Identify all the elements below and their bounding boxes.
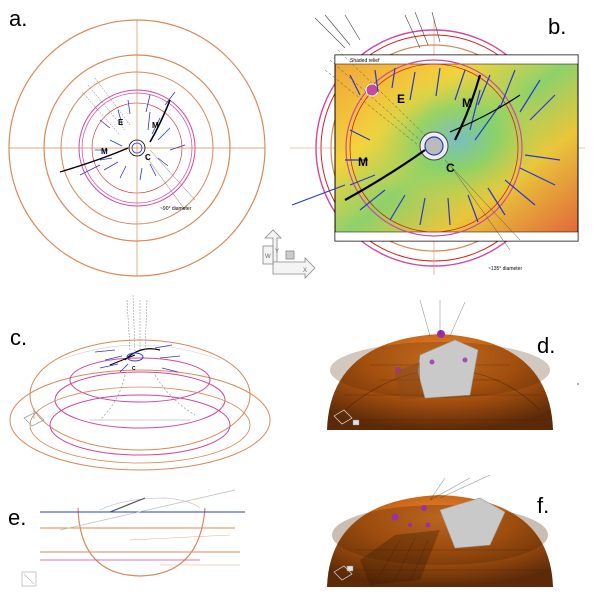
panel-f-3d-render [327,474,553,587]
region-label-m-upper: M [152,121,159,130]
blue-features [79,91,186,181]
purple-marker [437,330,445,338]
axis-triad-icon: Y X W [262,229,316,279]
region-label-m-upper: M [462,96,472,110]
svg-text:C: C [132,366,136,372]
section-curve [77,507,206,577]
purple-marker [391,513,399,521]
panel-label-e: e. [8,505,27,530]
panel-label-c: c. [10,325,28,350]
volcano-marker [365,83,379,97]
panel-label-a: a. [9,6,28,31]
panel-label-b: b. [548,14,567,39]
region-label-m-lower: M [101,147,108,156]
panel-a-diagram: E M M C ~90° diameter [8,19,266,277]
panel-a-scale: ~90° diameter [160,206,192,212]
blue-features [345,67,561,226]
region-label-e: E [118,118,124,127]
grey-surface-patch [439,497,506,549]
panel-b-map: Shaded relief E M M C ~135° diameter [290,11,585,275]
axis-triad-icon [333,565,353,581]
region-label-c: C [145,153,151,162]
region-label-e: E [397,92,405,106]
map-header-text: Shaded relief [350,58,380,64]
axis-triad-icon [21,571,37,587]
panel-d-3d-render [327,299,579,430]
panel-label-d: d. [537,333,556,358]
svg-text:W: W [265,254,271,260]
region-label-m-lower: M [358,155,368,169]
axis-triad-icon [23,408,45,427]
panel-e-cross-section [21,489,245,587]
svg-text:X: X [303,268,307,274]
panel-b-scale: ~135° diameter [488,266,522,272]
panel-label-f: f. [537,493,550,518]
panel-c-oblique-view: C [9,294,271,471]
region-label-c: C [446,161,455,175]
axis-triad-icon [333,409,353,425]
svg-text:Y: Y [275,249,279,255]
